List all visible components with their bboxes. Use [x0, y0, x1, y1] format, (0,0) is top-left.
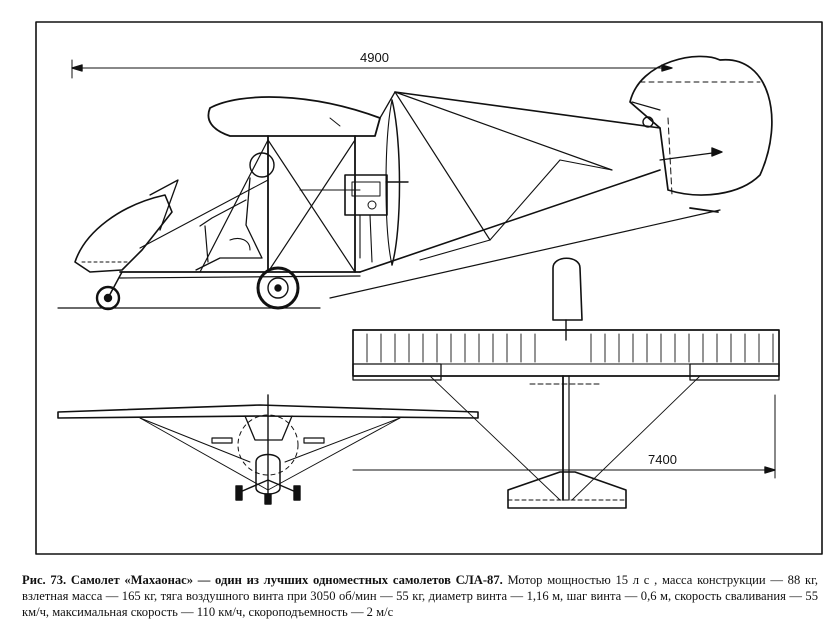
- caption-heading: Рис. 73. Самолет «Махаонас» — один из лу…: [22, 573, 503, 587]
- length-dimension: 4900: [360, 50, 389, 65]
- front-view: [57, 394, 479, 505]
- figure-caption: Рис. 73. Самолет «Махаонас» — один из лу…: [22, 572, 818, 620]
- drawing-border: [35, 21, 823, 555]
- span-dimension: 7400: [648, 452, 677, 467]
- top-view: 7400: [352, 257, 780, 509]
- side-view: 4900: [57, 50, 773, 311]
- caption-body: Мотор мощностью 15 л с , масса конструкц…: [22, 573, 818, 619]
